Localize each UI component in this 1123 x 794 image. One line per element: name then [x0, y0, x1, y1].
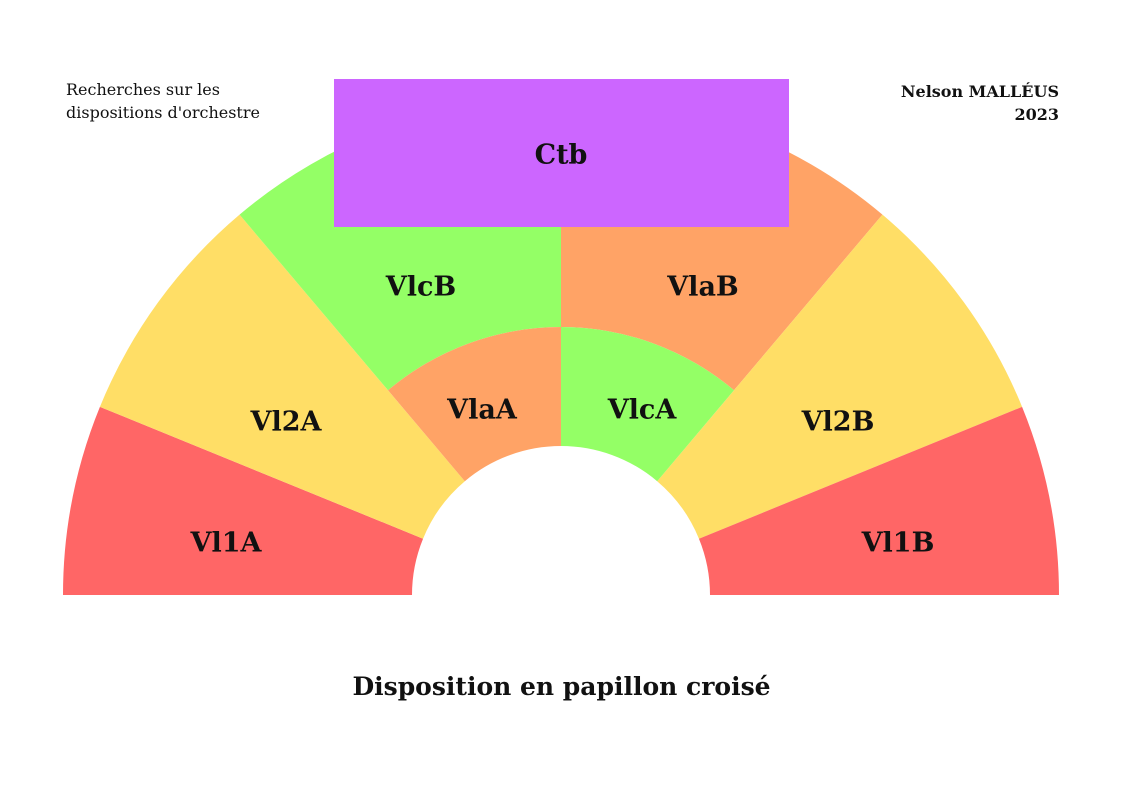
- project-title: Recherches sur les dispositions d'orches…: [66, 78, 260, 124]
- label-vl1b: Vl1B: [861, 528, 935, 559]
- author-name: Nelson MALLÉUS: [900, 82, 1059, 101]
- label-vl1a: Vl1A: [190, 528, 263, 559]
- label-vlaa: VlaA: [446, 395, 518, 426]
- section-vlaa: [388, 327, 561, 482]
- label-vl2a: Vl2A: [250, 407, 323, 438]
- section-ctb: [334, 79, 789, 227]
- project-title-line2: dispositions d'orchestre: [66, 103, 260, 122]
- section-vl2b: [657, 214, 1023, 539]
- label-vlcb: VlcB: [385, 272, 456, 303]
- seating-sections: [63, 79, 1059, 595]
- label-ctb: Ctb: [535, 140, 588, 171]
- label-vlab: VlaB: [666, 272, 739, 303]
- diagram-caption: Disposition en papillon croisé: [352, 672, 771, 701]
- section-vl1a: [63, 406, 424, 595]
- section-vlca: [561, 327, 734, 482]
- label-vl2b: Vl2B: [801, 407, 875, 438]
- section-vl1b: [698, 406, 1059, 595]
- author-year: 2023: [1014, 105, 1059, 124]
- author-block: Nelson MALLÉUS 2023: [901, 80, 1059, 126]
- section-vl2a: [99, 214, 465, 539]
- section-labels: Vl1A Vl2A VlcB VlaB Vl2B Vl1B VlaA VlcA Ctb: [190, 140, 935, 559]
- project-title-line1: Recherches sur les: [66, 80, 220, 99]
- label-vlca: VlcA: [607, 395, 678, 426]
